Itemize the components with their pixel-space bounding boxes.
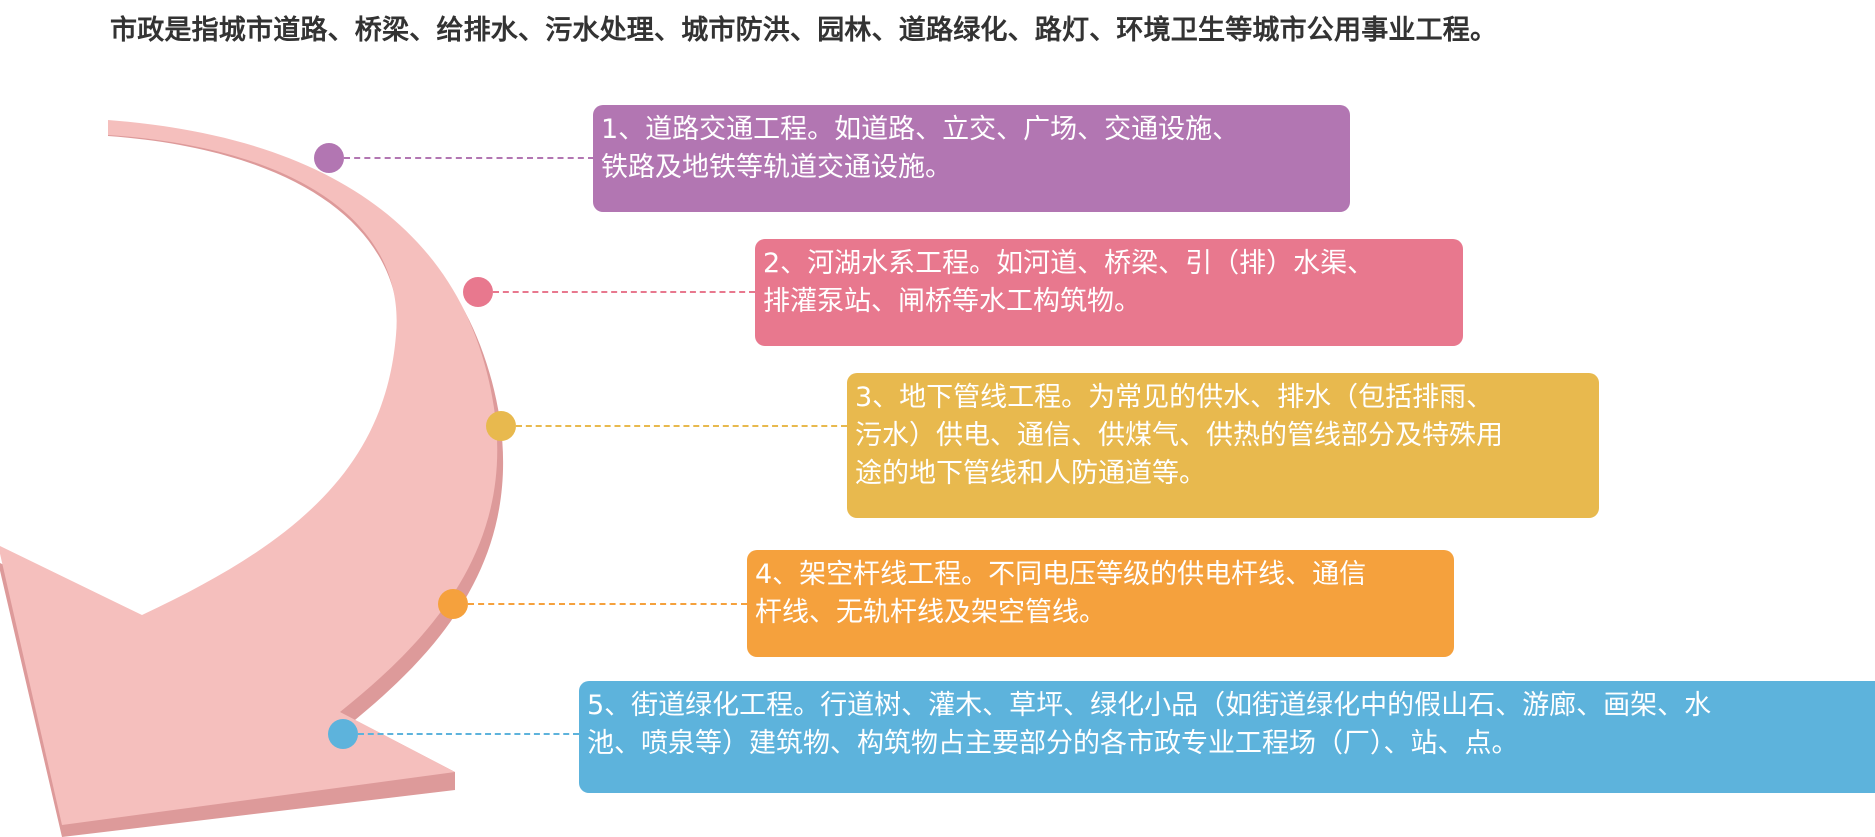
item2-connector-line (493, 291, 755, 293)
item5-card: 5、街道绿化工程。行道树、灌木、草坪、绿化小品（如街道绿化中的假山石、游廊、画架… (579, 681, 1875, 793)
item1-card: 1、道路交通工程。如道路、立交、广场、交通设施、 铁路及地铁等轨道交通设施。 (593, 105, 1350, 212)
item1-text: 1、道路交通工程。如道路、立交、广场、交通设施、 铁路及地铁等轨道交通设施。 (601, 114, 1240, 183)
headline-text: 市政是指城市道路、桥梁、给排水、污水处理、城市防洪、园林、道路绿化、路灯、环境卫… (110, 15, 1498, 46)
item5-connector-line (358, 733, 579, 735)
item5-marker-dot (328, 719, 358, 749)
item2-text: 2、河湖水系工程。如河道、桥梁、引（排）水渠、 排灌泵站、闸桥等水工构筑物。 (763, 248, 1375, 317)
item4-card: 4、架空杆线工程。不同电压等级的供电杆线、通信 杆线、无轨杆线及架空管线。 (747, 550, 1454, 657)
item4-marker-dot (438, 589, 468, 619)
item4-text: 4、架空杆线工程。不同电压等级的供电杆线、通信 杆线、无轨杆线及架空管线。 (755, 559, 1367, 628)
item4-connector-line (468, 603, 747, 605)
item2-marker-dot (463, 277, 493, 307)
item3-marker-dot (486, 411, 516, 441)
item3-connector-line (516, 425, 847, 427)
item2-card: 2、河湖水系工程。如河道、桥梁、引（排）水渠、 排灌泵站、闸桥等水工构筑物。 (755, 239, 1463, 346)
item5-text: 5、街道绿化工程。行道树、灌木、草坪、绿化小品（如街道绿化中的假山石、游廊、画架… (587, 690, 1712, 759)
item1-marker-dot (314, 143, 344, 173)
item3-card: 3、地下管线工程。为常见的供水、排水（包括排雨、 污水）供电、通信、供煤气、供热… (847, 373, 1599, 518)
item3-text: 3、地下管线工程。为常见的供水、排水（包括排雨、 污水）供电、通信、供煤气、供热… (855, 382, 1503, 489)
item1-connector-line (344, 157, 594, 159)
curved-arrow-body (0, 120, 498, 825)
